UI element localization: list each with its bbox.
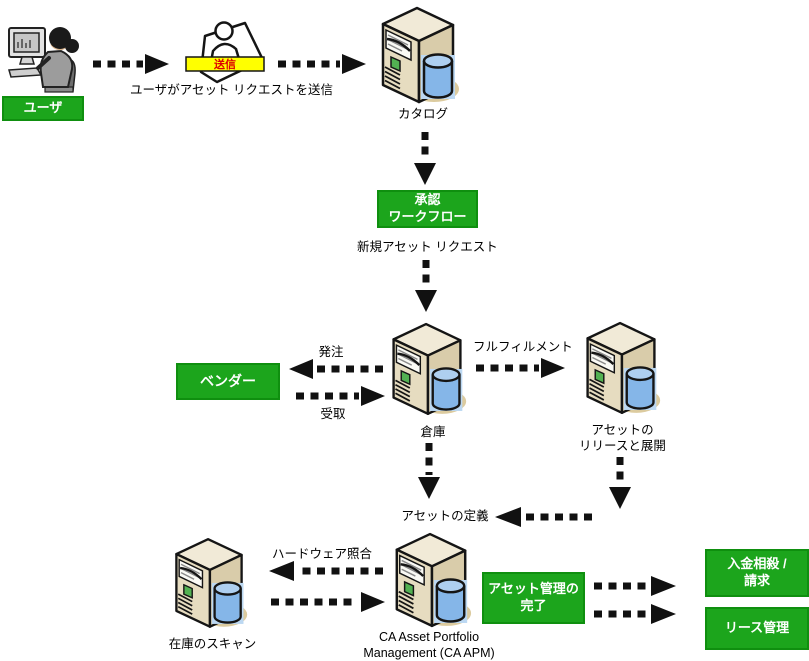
vendor-box-label: ベンダー [200,373,256,390]
form-person-icon [214,21,234,41]
new-asset-request-caption: 新規アセット リクエスト [357,240,498,254]
arrow-inventory-to-apm [271,592,385,612]
fulfillment-edge-label: フルフィルメント [473,340,573,354]
release-deploy-server-icon [579,316,663,418]
arrow-fulfillment-to-release [476,358,565,378]
chargeback-billing-line2: 請求 [743,573,770,588]
user-at-computer-icon [7,23,93,97]
asset-definition-label: アセットの定義 [401,509,489,523]
user-box: ユーザ [2,96,84,121]
arrow-release-to-asset-definition [495,507,592,527]
hardware-reconciliation-edge-label: ハードウェア照合 [271,547,372,561]
submit-request-form-icon: 送信 [183,20,267,86]
asset-mgmt-complete-line2: 完了 [520,598,547,613]
arrow-approval-to-warehouse [415,260,437,312]
inventory-scan-label: 在庫のスキャン [168,637,257,651]
submit-button-label[interactable]: 送信 [213,57,236,71]
submit-button[interactable] [185,56,265,72]
arrow-hw-reconciliation-to-inventory [269,561,383,581]
request-form-caption: ユーザがアセット リクエストを送信 [130,83,333,97]
asset-mgmt-complete-box: アセット管理の 完了 [482,572,585,624]
arrow-complete-to-lease [594,604,676,624]
chargeback-billing-line1: 入金相殺 / [727,556,787,572]
inventory-scan-server-icon [168,531,250,633]
arrow-complete-to-chargeback [594,576,676,596]
user-box-label: ユーザ [23,100,63,116]
arrow-user-to-form [93,54,169,74]
chargeback-billing-box: 入金相殺 / 請求 [705,549,809,597]
arrow-warehouse-to-asset-definition [418,443,440,499]
arrow-form-to-catalog [278,54,366,74]
vendor-box: ベンダー [176,363,280,400]
order-edge-label: 発注 [318,345,344,359]
lease-mgmt-box: リース管理 [705,607,809,650]
arrow-release-down [609,457,631,509]
apm-server-icon [388,528,474,630]
approval-workflow-line2: ワークフロー [388,209,467,224]
arrow-receive-to-warehouse [296,386,385,406]
catalog-label: カタログ [397,107,448,121]
arrow-catalog-to-approval [414,132,436,185]
warehouse-label: 倉庫 [420,425,446,439]
approval-workflow-line1: 承認 [414,192,441,208]
arrow-order-to-vendor [289,359,383,379]
warehouse-server-icon [385,316,469,420]
lease-mgmt-label: リース管理 [724,620,790,636]
receive-edge-label: 受取 [320,407,346,421]
apm-label: CA Asset Portfolio Management (CA APM) [363,630,495,661]
release-deploy-label: アセットの リリースと展開 [579,423,666,454]
asset-mgmt-complete-line1: アセット管理の [488,581,579,597]
catalog-server-icon [374,3,462,105]
approval-workflow-box: 承認 ワークフロー [377,190,478,228]
